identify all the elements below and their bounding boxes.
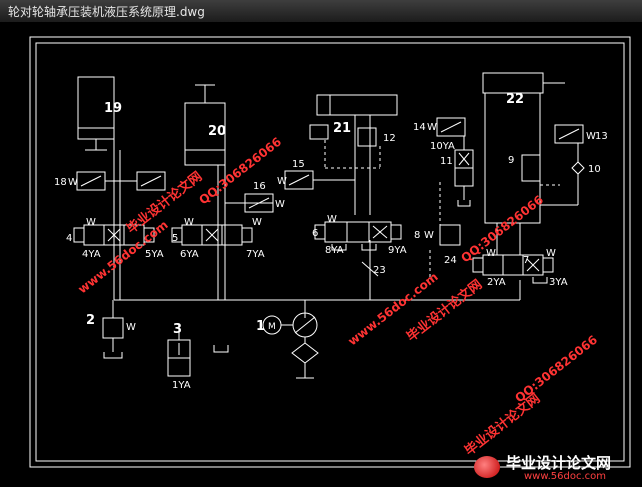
label-5: 5 — [172, 233, 178, 244]
title-bar: 轮对轮轴承压装机液压系统原理.dwg — [0, 0, 642, 23]
pressure-switch-14 — [436, 117, 466, 137]
w-14: W — [427, 122, 437, 133]
label-6: 6 — [312, 228, 318, 239]
label-pump-1: 1 — [256, 319, 265, 334]
label-9ya: 9YA — [388, 245, 407, 256]
label-9: 9 — [508, 155, 514, 166]
valve-6 — [324, 221, 392, 243]
label-7ya: 7YA — [246, 249, 265, 260]
label-18: 18 — [54, 177, 67, 188]
site-logo: 毕业设计论文网 www.56doc.com — [474, 450, 634, 484]
label-cylinder-19: 19 — [104, 101, 122, 116]
label-24: 24 — [444, 255, 457, 266]
label-5ya: 5YA — [145, 249, 164, 260]
label-14: 14 — [413, 122, 426, 133]
label-4ya: 4YA — [82, 249, 101, 260]
logo-text: 毕业设计论文网 — [506, 454, 612, 472]
label-16: 16 — [253, 181, 266, 192]
w-18: W — [68, 177, 78, 188]
label-12: 12 — [383, 133, 396, 144]
label-8: 8 — [414, 230, 420, 241]
label-6ya: 6YA — [180, 249, 199, 260]
check-valve-10 — [571, 161, 585, 175]
label-cylinder-21: 21 — [333, 121, 351, 136]
w-13: W — [586, 131, 596, 142]
w-4: W — [86, 217, 96, 228]
label-cylinder-20: 20 — [208, 124, 226, 139]
w-2: W — [126, 322, 136, 333]
label-1ya: 1YA — [172, 380, 191, 391]
w-6: W — [327, 214, 337, 225]
label-4: 4 — [66, 233, 72, 244]
label-10: 10 — [588, 164, 601, 175]
label-23: 23 — [373, 265, 386, 276]
w-7: W — [486, 248, 496, 259]
label-2ya: 2YA — [487, 277, 506, 288]
w-7b: W — [546, 248, 556, 259]
w-16: W — [275, 199, 285, 210]
label-11: 11 — [440, 156, 453, 167]
window-title: 轮对轮轴承压装机液压系统原理.dwg — [8, 5, 205, 19]
relief-valve-2 — [102, 317, 124, 339]
schematic-lines — [73, 72, 585, 379]
cylinder-21 — [316, 94, 398, 116]
label-cylinder-22: 22 — [506, 92, 524, 107]
label-10ya: 10YA — [430, 141, 455, 152]
w-8: W — [424, 230, 434, 241]
label-3ya: 3YA — [549, 277, 568, 288]
drawing-border-outer — [29, 36, 631, 468]
label-relief-2: 2 — [86, 313, 95, 328]
pressure-switch-13 — [554, 124, 584, 144]
label-13: 13 — [595, 131, 608, 142]
relief-valve-12 — [357, 127, 377, 147]
label-valve-3: 3 — [173, 322, 182, 337]
label-8ya: 8YA — [325, 245, 344, 256]
hydraulic-schematic: 19 20 21 22 2 3 1 18 15 16 14 13 12 11 1… — [29, 36, 631, 468]
drawing-border-inner — [35, 42, 625, 462]
logo-globe-icon — [474, 456, 500, 478]
w-15: W — [277, 176, 287, 187]
label-7: 7 — [523, 255, 529, 266]
relief-valve-8 — [439, 224, 461, 246]
logo-url: www.56doc.com — [524, 471, 607, 482]
cylinder-22 — [482, 72, 544, 94]
relief-valve-9 — [521, 154, 541, 182]
w-5: W — [184, 217, 194, 228]
w-5b: W — [252, 217, 262, 228]
label-15: 15 — [292, 159, 305, 170]
drawing-canvas[interactable]: 19 20 21 22 2 3 1 18 15 16 14 13 12 11 1… — [0, 22, 642, 487]
filter — [291, 342, 319, 364]
label-motor: M — [268, 322, 276, 332]
